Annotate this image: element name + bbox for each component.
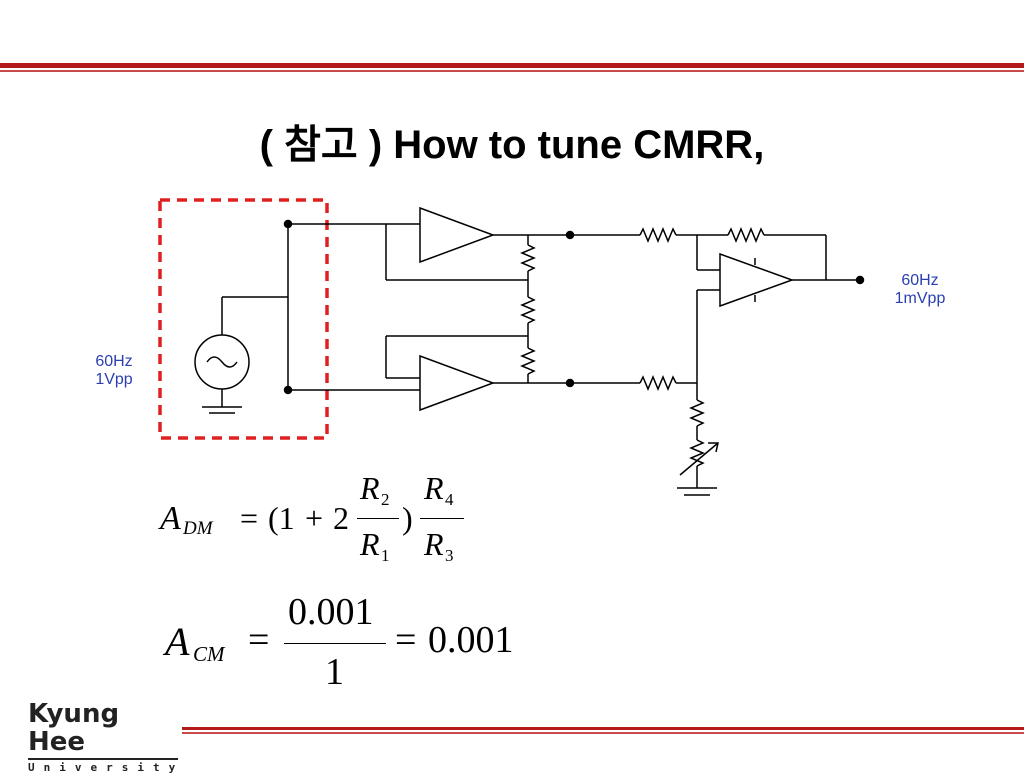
bottom-bar-thick-line [182, 727, 1024, 730]
top-bar-thick-line [0, 63, 1024, 68]
bottom-bar-thin-line [182, 732, 1024, 734]
logo-name: Kyung Hee [28, 699, 120, 757]
adm-r3: R [424, 526, 444, 562]
top-header-bar [0, 63, 1024, 73]
adm-subscript: DM [183, 518, 213, 539]
source-highlight-box [158, 198, 329, 440]
adm-two: 2 [333, 500, 349, 536]
adm-open-paren: (1 [268, 500, 295, 536]
slide-title: ( 참고 ) How to tune CMRR, [259, 123, 765, 167]
gain-resistor-ladder [520, 235, 536, 383]
output-amplitude-label: 1mVpp [894, 290, 946, 307]
adm-r2: R [360, 470, 380, 506]
acm-denominator: 1 [325, 651, 344, 693]
upper-opamp-icon [385, 206, 570, 281]
adm-plus: + [305, 500, 324, 536]
adm-r4-sub: 4 [445, 490, 454, 509]
source-label: 60Hz 1Vpp [84, 353, 144, 389]
adm-equals: = [240, 500, 259, 536]
acm-result: 0.001 [428, 619, 514, 661]
variable-resistor-arrow [679, 442, 719, 476]
adm-r1-sub: 1 [381, 546, 390, 565]
top-bar-thin-line [0, 70, 1024, 72]
lower-opamp-icon [385, 335, 570, 412]
logo-subtitle: University [28, 758, 178, 774]
acm-symbol: A [165, 619, 190, 664]
input-wiring [283, 219, 420, 395]
output-frequency-label: 60Hz [901, 272, 939, 289]
source-frequency-label: 60Hz [95, 353, 133, 370]
adm-r1: R [360, 526, 380, 562]
difference-amp-stage [570, 227, 860, 496]
source-amplitude-label: 1Vpp [95, 371, 133, 388]
ac-source-icon [194, 296, 288, 414]
adm-close-paren: ) [402, 500, 413, 536]
adm-r3-sub: 3 [445, 546, 454, 565]
output-label: 60Hz 1mVpp [880, 272, 960, 308]
university-logo: Kyung Hee University [28, 700, 178, 774]
acm-subscript: CM [193, 642, 225, 666]
adm-fraction-bar-2 [420, 518, 464, 519]
adm-r4: R [424, 470, 444, 506]
output-node [855, 275, 865, 285]
acm-fraction-bar [284, 643, 386, 644]
acm-equals-2: = [395, 619, 417, 661]
adm-symbol: A [160, 500, 181, 537]
adm-r2-sub: 2 [381, 490, 390, 509]
bottom-footer-bar [182, 727, 1024, 735]
acm-numerator: 0.001 [288, 591, 374, 633]
acm-equals: = [248, 619, 270, 661]
adm-fraction-bar-1 [357, 518, 399, 519]
difference-opamp-icon [719, 252, 795, 308]
